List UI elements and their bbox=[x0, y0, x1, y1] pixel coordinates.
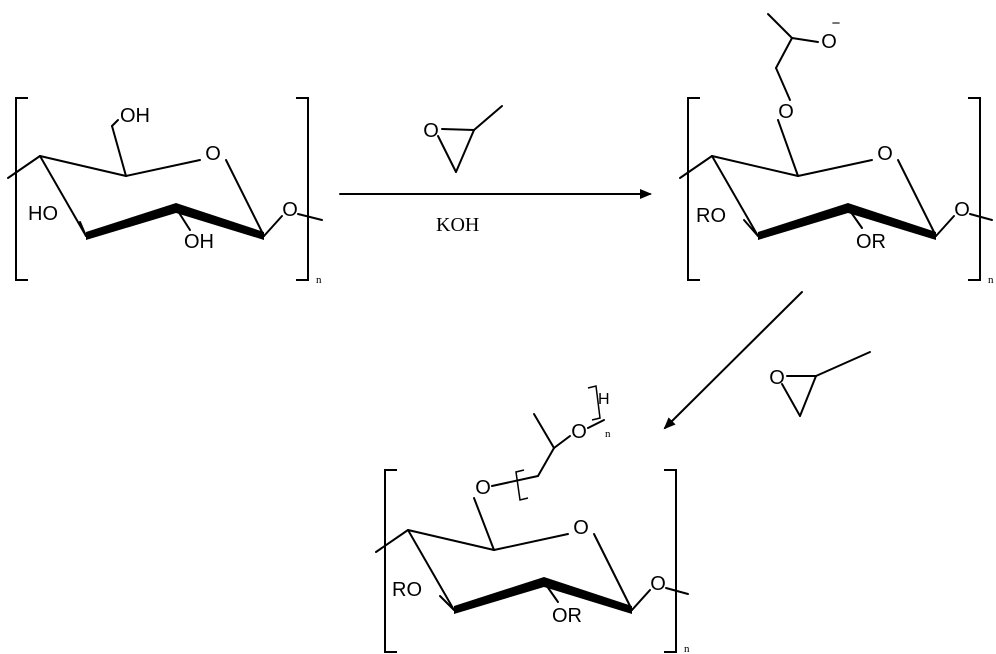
repeat-subscript: n bbox=[988, 274, 994, 286]
ether-oxygen: O bbox=[475, 477, 491, 499]
hydroxyl-label: OH bbox=[120, 105, 150, 127]
wedge-bond bbox=[544, 577, 632, 614]
bond bbox=[473, 497, 495, 551]
ring-oxygen: O bbox=[573, 517, 589, 539]
terminal-hydrogen: H bbox=[598, 391, 610, 408]
chain-repeat-subscript: n bbox=[605, 428, 611, 440]
hydroxyl-label: HO bbox=[28, 203, 58, 225]
bond bbox=[407, 529, 455, 611]
bond bbox=[455, 129, 475, 173]
left-bracket bbox=[384, 469, 397, 653]
repeat-subscript: n bbox=[316, 274, 322, 286]
epoxide-oxygen: O bbox=[423, 120, 439, 142]
bond bbox=[767, 13, 793, 39]
left-bracket bbox=[687, 97, 700, 281]
bond bbox=[631, 589, 651, 611]
polyether-unit: O O O O H n RO OR n bbox=[375, 385, 690, 654]
bond bbox=[797, 159, 873, 177]
bond bbox=[775, 37, 793, 69]
bond bbox=[533, 413, 555, 449]
hydroxyl-label: OH bbox=[184, 231, 214, 253]
wedge-bond bbox=[848, 203, 936, 240]
chain-oxygen: O bbox=[571, 421, 587, 443]
substituent-label: OR bbox=[552, 605, 582, 627]
cellulose-unit: O O OH HO OH n bbox=[7, 97, 323, 286]
bond bbox=[225, 159, 265, 237]
bond bbox=[781, 383, 801, 417]
bond bbox=[537, 447, 555, 477]
bond bbox=[593, 533, 633, 611]
negative-charge: − bbox=[832, 15, 841, 32]
bond bbox=[263, 215, 283, 237]
bond bbox=[665, 587, 689, 595]
bond bbox=[39, 155, 127, 177]
wedge-bond bbox=[454, 577, 544, 614]
ring-oxygen: O bbox=[877, 143, 893, 165]
bond bbox=[439, 595, 455, 611]
bond bbox=[7, 155, 41, 179]
chain-bracket-right bbox=[587, 385, 601, 421]
bond bbox=[491, 475, 539, 487]
wedge-bond bbox=[86, 203, 176, 240]
glycosidic-oxygen: O bbox=[650, 573, 666, 595]
right-bracket bbox=[296, 97, 309, 281]
bond bbox=[743, 219, 759, 237]
bond bbox=[407, 529, 495, 551]
bond bbox=[437, 135, 457, 173]
bond bbox=[679, 155, 713, 179]
bond bbox=[799, 375, 817, 417]
bond bbox=[897, 159, 937, 237]
repeat-subscript: n bbox=[684, 643, 690, 654]
epoxide-oxygen: O bbox=[769, 367, 785, 389]
substituent-label: OR bbox=[856, 231, 886, 253]
bond bbox=[39, 155, 87, 237]
bond bbox=[587, 419, 605, 429]
bond bbox=[79, 221, 87, 237]
bond bbox=[441, 128, 475, 131]
reaction-step-1: O KOH bbox=[339, 105, 652, 236]
wedge-bond bbox=[176, 203, 264, 240]
substituent-label: RO bbox=[392, 579, 422, 601]
bond bbox=[935, 215, 955, 237]
substituent-label: RO bbox=[696, 205, 726, 227]
bond bbox=[297, 213, 323, 221]
bond bbox=[493, 533, 569, 551]
bond bbox=[791, 37, 819, 43]
right-bracket bbox=[968, 97, 981, 281]
bond bbox=[111, 119, 119, 127]
bond bbox=[775, 67, 791, 101]
bond bbox=[473, 105, 503, 131]
bond bbox=[111, 125, 127, 177]
right-bracket bbox=[664, 469, 677, 653]
ether-oxygen: O bbox=[778, 101, 794, 123]
bond bbox=[553, 435, 571, 449]
wedge-bond bbox=[758, 203, 848, 240]
alkoxide-unit: O O O O − RO OR n bbox=[679, 13, 994, 286]
catalyst-label: KOH bbox=[436, 214, 479, 236]
glycosidic-oxygen: O bbox=[282, 199, 298, 221]
bond bbox=[777, 119, 799, 177]
left-bracket bbox=[15, 97, 28, 281]
ring-oxygen: O bbox=[205, 143, 221, 165]
chain-bracket-left bbox=[515, 469, 529, 501]
bond bbox=[711, 155, 799, 177]
bond bbox=[711, 155, 759, 237]
bond bbox=[969, 213, 993, 221]
alkoxide-oxygen: O bbox=[821, 31, 837, 53]
bond bbox=[125, 159, 201, 177]
bond bbox=[815, 351, 871, 377]
propylene-oxide: O bbox=[423, 105, 503, 173]
propylene-oxide: O bbox=[769, 351, 871, 417]
bond bbox=[375, 529, 409, 553]
reaction-step-2: O bbox=[663, 291, 871, 430]
reaction-arrow bbox=[663, 291, 803, 430]
glycosidic-oxygen: O bbox=[954, 199, 970, 221]
